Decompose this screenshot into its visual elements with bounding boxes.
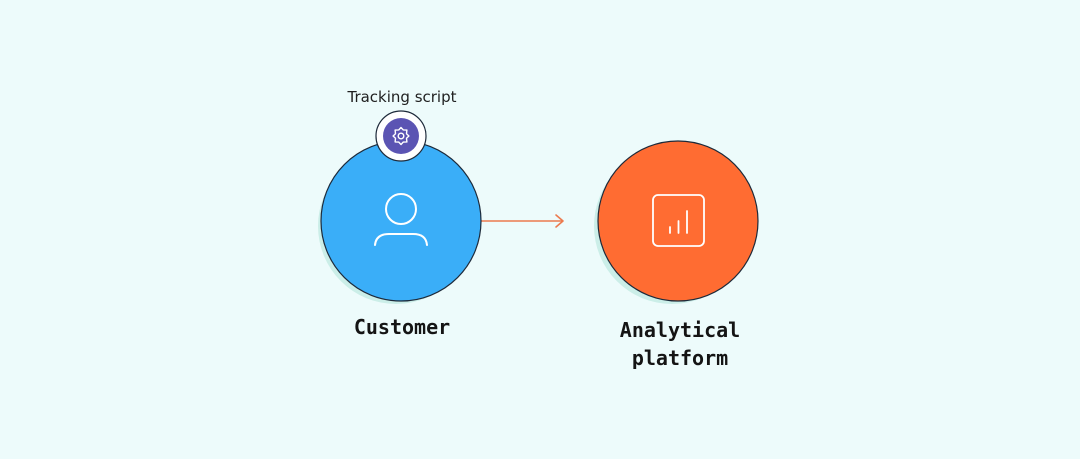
customer-node[interactable] (318, 140, 482, 304)
tracking-script-badge[interactable] (375, 110, 427, 162)
customer-label-text: Customer (353, 315, 451, 339)
user-icon (374, 193, 428, 246)
bar-chart-icon (652, 194, 705, 247)
platform-label: Analytical platform (560, 316, 800, 372)
arrow-head (555, 214, 564, 228)
badge-circle[interactable] (383, 118, 419, 154)
platform-label-line1: Analytical (619, 318, 741, 342)
platform-node[interactable] (594, 140, 759, 304)
customer-node-circle[interactable] (320, 140, 482, 302)
platform-label-line2: platform (631, 346, 729, 370)
connection-arrow (470, 214, 564, 228)
customer-label: Customer (300, 313, 504, 341)
tracking-script-label: Tracking script (347, 88, 457, 106)
gear-icon (392, 126, 410, 146)
